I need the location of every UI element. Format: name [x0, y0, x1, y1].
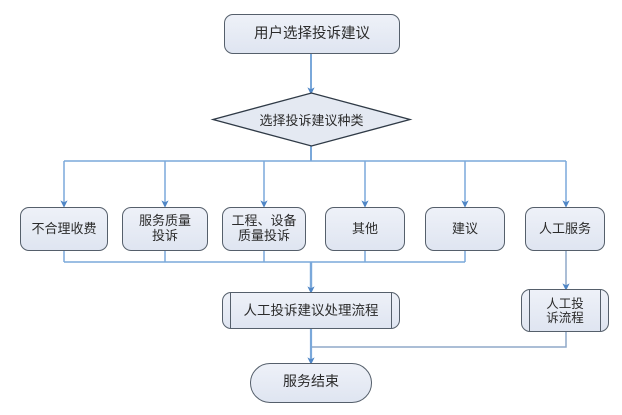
process-bar-right: [600, 290, 601, 331]
node-option2-label: 服务质量 投诉: [138, 213, 191, 243]
node-option5-label: 建议: [451, 220, 478, 236]
node-option3-label: 工程、设备 质量投诉: [231, 213, 297, 243]
node-option4-label: 其他: [351, 220, 378, 236]
node-manual-complaint-flow[interactable]: 人工投诉建议处理流程: [222, 292, 400, 329]
node-end[interactable]: 服务结束: [250, 363, 372, 403]
node-option4[interactable]: 其他: [325, 207, 405, 251]
node-option6[interactable]: 人工服务: [525, 207, 605, 251]
node-start[interactable]: 用户选择投诉建议: [224, 14, 400, 54]
node-option3[interactable]: 工程、设备 质量投诉: [222, 207, 306, 251]
node-manual-complaint-flow-label: 人工投诉建议处理流程: [243, 302, 379, 318]
node-option1[interactable]: 不合理收费: [20, 207, 108, 251]
process-bar-left: [230, 293, 231, 328]
node-option1-label: 不合理收费: [31, 220, 97, 236]
edge-manual-to-join: [311, 332, 567, 348]
node-option6-label: 人工服务: [538, 220, 591, 236]
node-start-label: 用户选择投诉建议: [254, 25, 370, 42]
node-option2[interactable]: 服务质量 投诉: [122, 207, 208, 251]
process-bar-left: [529, 290, 530, 331]
process-bar-right: [391, 293, 392, 328]
node-manual-process-label: 人工投 诉流程: [546, 296, 584, 325]
node-end-label: 服务结束: [283, 375, 339, 391]
node-decide[interactable]: [210, 92, 413, 147]
node-manual-process[interactable]: 人工投 诉流程: [521, 289, 609, 332]
node-option5[interactable]: 建议: [425, 207, 505, 251]
